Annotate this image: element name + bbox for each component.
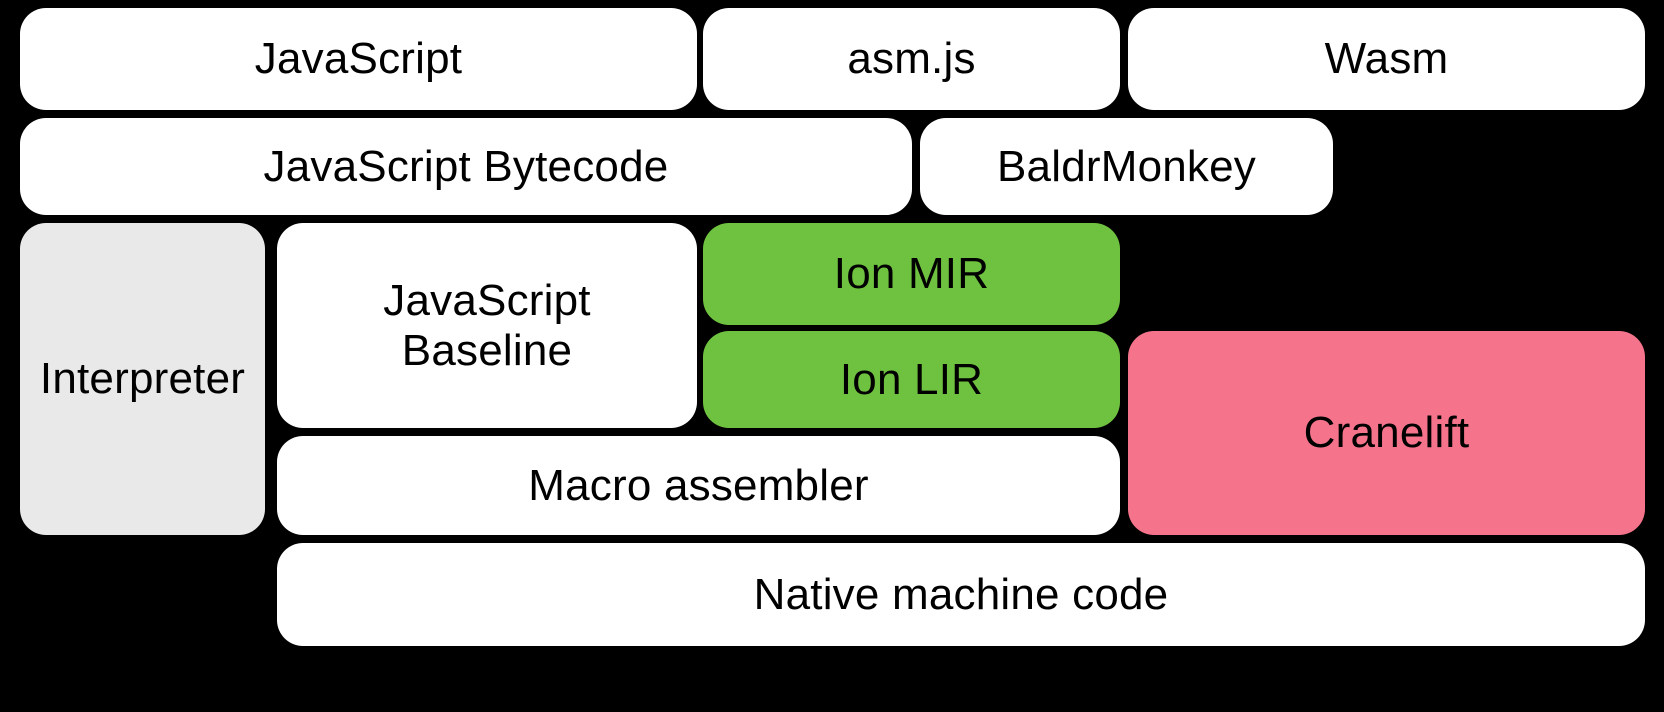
box-javascript-bytecode[interactable]: JavaScript Bytecode bbox=[20, 118, 912, 215]
box-javascript-label: JavaScript bbox=[254, 34, 463, 84]
box-interpreter-label: Interpreter bbox=[39, 354, 246, 404]
box-cranelift[interactable]: Cranelift bbox=[1128, 331, 1645, 535]
box-native-machine-code[interactable]: Native machine code bbox=[277, 543, 1645, 646]
box-javascript-baseline-label: JavaScript Baseline bbox=[383, 276, 591, 375]
box-ion-mir[interactable]: Ion MIR bbox=[703, 223, 1120, 325]
box-cranelift-label: Cranelift bbox=[1303, 408, 1470, 458]
box-javascript-baseline[interactable]: JavaScript Baseline bbox=[277, 223, 697, 428]
box-wasm[interactable]: Wasm bbox=[1128, 8, 1645, 110]
box-interpreter[interactable]: Interpreter bbox=[20, 223, 265, 535]
box-asmjs-label: asm.js bbox=[847, 34, 976, 84]
box-javascript-bytecode-label: JavaScript Bytecode bbox=[263, 141, 669, 191]
box-ion-mir-label: Ion MIR bbox=[833, 249, 990, 299]
box-macro-assembler-label: Macro assembler bbox=[528, 460, 869, 510]
box-baldrmonkey[interactable]: BaldrMonkey bbox=[920, 118, 1333, 215]
box-native-machine-code-label: Native machine code bbox=[753, 569, 1169, 619]
box-asmjs[interactable]: asm.js bbox=[703, 8, 1120, 110]
box-javascript[interactable]: JavaScript bbox=[20, 8, 697, 110]
box-ion-lir-label: Ion LIR bbox=[839, 354, 984, 404]
box-macro-assembler[interactable]: Macro assembler bbox=[277, 436, 1120, 535]
box-baldrmonkey-label: BaldrMonkey bbox=[997, 141, 1256, 191]
box-ion-lir[interactable]: Ion LIR bbox=[703, 331, 1120, 428]
box-wasm-label: Wasm bbox=[1324, 34, 1449, 84]
